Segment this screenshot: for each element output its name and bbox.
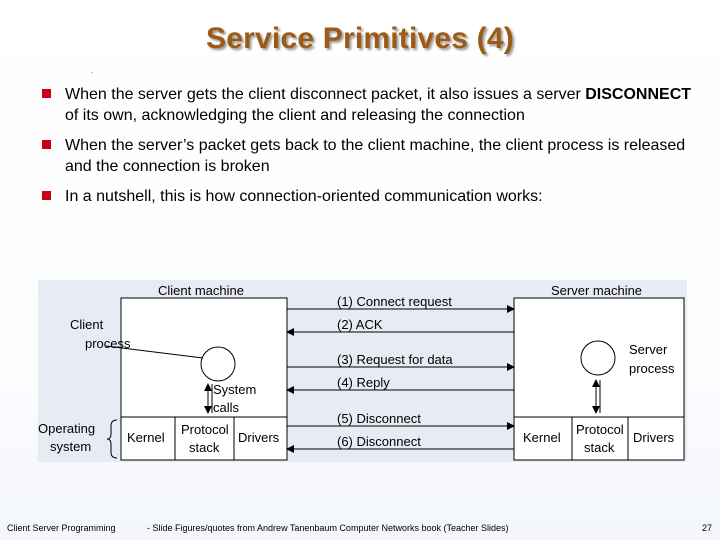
client-machine-label: Client machine — [158, 283, 244, 298]
connection-diagram: Client machine Server machine Client pro… — [38, 280, 687, 462]
operating-system-label-2: system — [50, 439, 91, 454]
bullet-item: In a nutshell, this is how connection-or… — [42, 186, 692, 207]
server-process-label-2: process — [629, 361, 675, 376]
bullet-text: In a nutshell, this is how connection-or… — [65, 188, 543, 205]
bullet-text-bold: DISCONNECT — [585, 86, 692, 103]
page-number: 27 — [701, 523, 712, 533]
slide-footer: Client Server Programming - Slide Figure… — [0, 523, 720, 537]
server-drivers-label: Drivers — [633, 430, 675, 445]
bullet-text: When the server’s packet gets back to th… — [65, 137, 686, 175]
bullet-text: When the server gets the client disconne… — [65, 86, 586, 103]
message-label-3: (3) Request for data — [337, 352, 453, 367]
server-process-circle — [580, 340, 616, 376]
client-process-circle — [200, 346, 236, 382]
server-process-label-1: Server — [629, 342, 668, 357]
message-label-4: (4) Reply — [337, 375, 390, 390]
client-process-label-2: process — [85, 336, 131, 351]
client-drivers-label: Drivers — [238, 430, 280, 445]
client-process-label-1: Client — [70, 317, 104, 332]
server-machine-label: Server machine — [551, 283, 642, 298]
client-process-pointer — [105, 345, 204, 359]
server-protocol-label-1: Protocol — [576, 422, 624, 437]
system-calls-label-1: System — [213, 382, 256, 397]
decorative-dot: . — [91, 66, 94, 75]
client-protocol-label-1: Protocol — [181, 422, 229, 437]
server-protocol-label-2: stack — [584, 440, 615, 455]
footer-credit: - Slide Figures/quotes from Andrew Tanen… — [147, 523, 509, 533]
server-kernel-label: Kernel — [523, 430, 561, 445]
footer-course: Client Server Programming — [7, 523, 116, 533]
system-calls-label-2: calls — [213, 400, 240, 415]
bullet-list: When the server gets the client disconne… — [42, 84, 692, 216]
message-label-6: (6) Disconnect — [337, 434, 421, 449]
bullet-item: When the server gets the client disconne… — [42, 84, 692, 126]
client-machine-box — [120, 297, 288, 461]
bullet-square-icon — [42, 89, 51, 98]
message-label-1: (1) Connect request — [337, 294, 452, 309]
message-label-2: (2) ACK — [337, 317, 383, 332]
operating-system-label-1: Operating — [38, 421, 95, 436]
message-label-5: (5) Disconnect — [337, 411, 421, 426]
bullet-text: of its own, acknowledging the client and… — [65, 107, 525, 124]
client-protocol-label-2: stack — [189, 440, 220, 455]
bullet-square-icon — [42, 140, 51, 149]
client-kernel-label: Kernel — [127, 430, 165, 445]
bullet-square-icon — [42, 191, 51, 200]
operating-system-brace — [106, 419, 118, 459]
slide-title: Service Primitives (4) — [206, 22, 514, 55]
bullet-item: When the server’s packet gets back to th… — [42, 135, 692, 177]
